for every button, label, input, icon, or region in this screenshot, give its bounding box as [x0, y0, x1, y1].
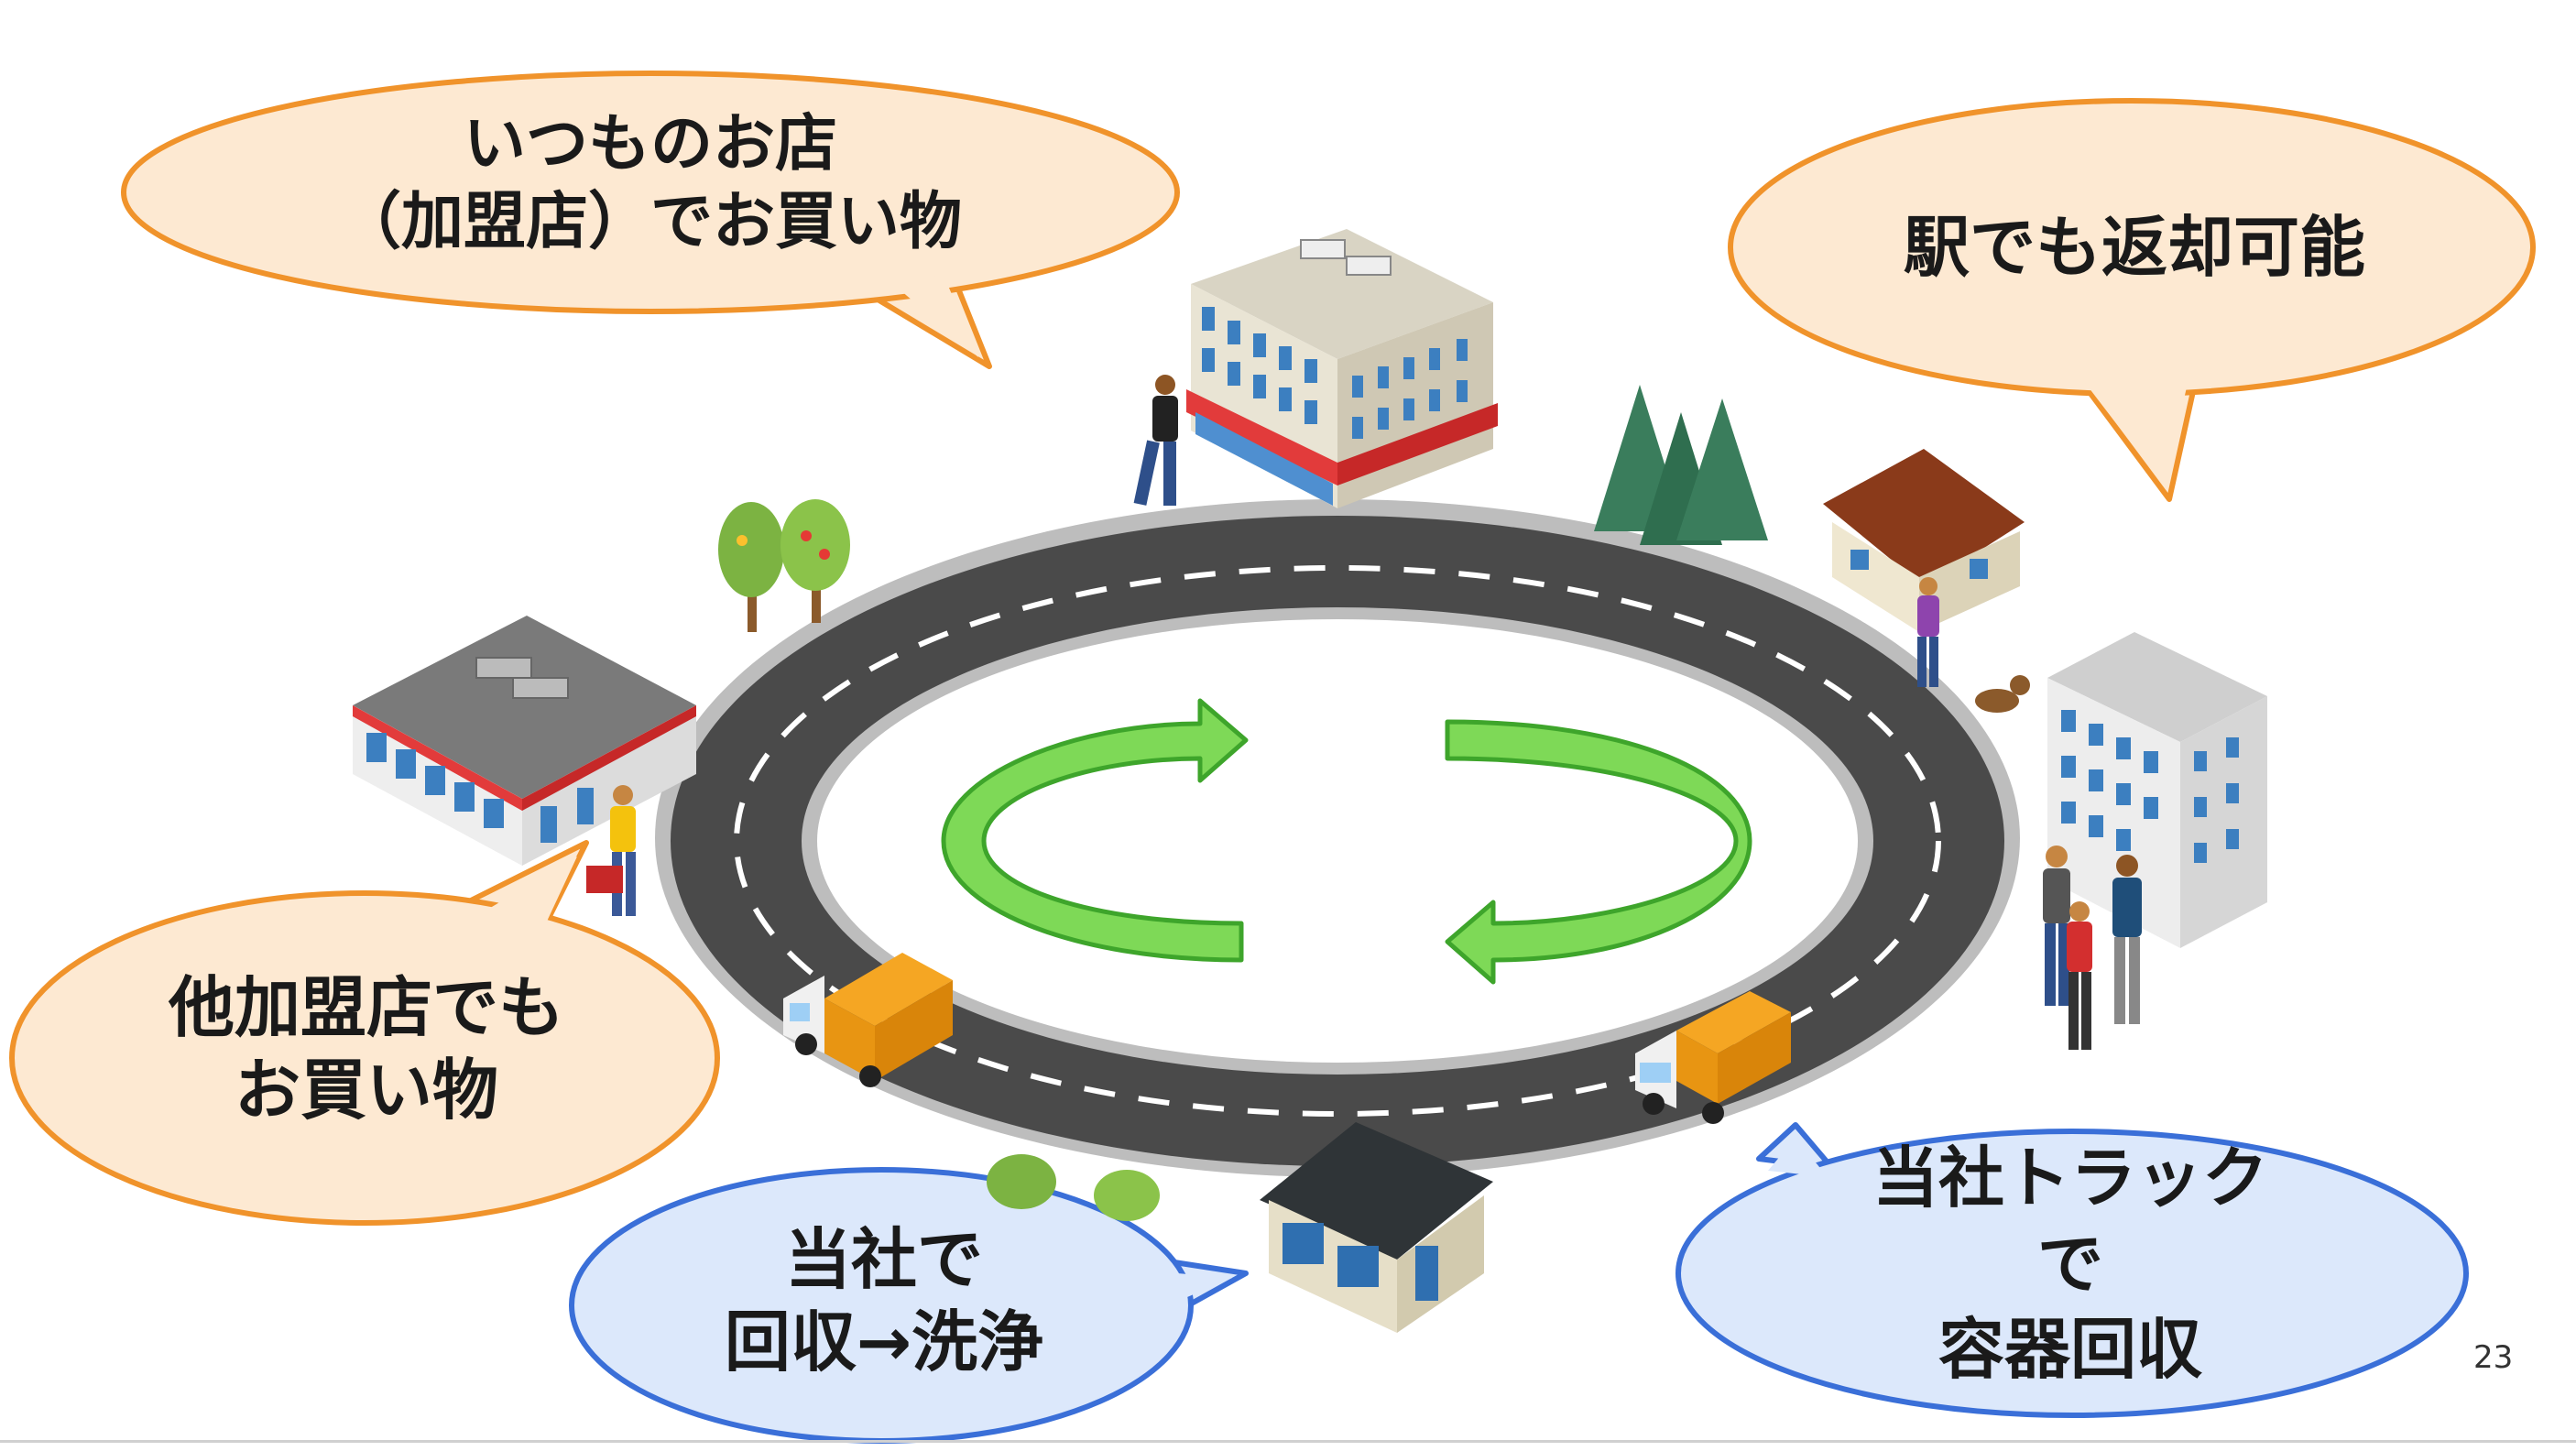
pine-trees: [1594, 385, 1768, 545]
bubble-shop-line2: （加盟店）でお買い物: [338, 186, 962, 258]
truck-left: [783, 953, 953, 1087]
slide-bottom-border: [0, 1440, 2576, 1443]
bubble-shop-line1: いつものお店: [463, 108, 837, 180]
bubble-other-shop-line2: お買い物: [234, 1052, 498, 1129]
trees-bottom: [987, 1154, 1160, 1221]
bubble-wash-shape: [569, 1167, 1249, 1444]
bubble-wash-text: 当社で 回収→洗浄: [641, 1218, 1127, 1383]
trees-left: [718, 499, 850, 632]
bubble-other-shop-line1: 他加盟店でも: [168, 969, 564, 1046]
bubble-truck-text: 当社トラック で 容器回収: [1768, 1136, 2373, 1393]
bubble-wash-line1: 当社で: [784, 1221, 983, 1298]
bubble-wash-line2: 回収→洗浄: [724, 1304, 1044, 1380]
bubble-station-text: 駅でも返却可能: [1814, 206, 2455, 289]
bubble-truck-shape: [1675, 1122, 2469, 1418]
bubble-station-shape: [1728, 98, 2536, 502]
bubble-truck-line1: 当社トラック: [1872, 1140, 2268, 1216]
bubble-shop-shape: [121, 71, 1180, 369]
truck-right: [1635, 991, 1791, 1124]
factory-building: [1260, 1122, 1493, 1333]
circulation-arrows: [941, 698, 1752, 985]
shop-building-top: [1186, 229, 1498, 508]
bubble-station-line1: 駅でも返却可能: [1903, 209, 2365, 286]
shop-building-left: [353, 616, 696, 866]
bubble-shop-text: いつものお店 （加盟店）でお買い物: [220, 105, 1081, 261]
right-arrow: [1445, 719, 1752, 985]
people: [586, 375, 2142, 1050]
bubble-truck-line3: 容器回収: [1937, 1311, 2202, 1389]
page-number: 23: [2473, 1339, 2514, 1376]
house: [1823, 449, 2025, 632]
ring-road: [655, 499, 2020, 1177]
bubble-other-shop-text: 他加盟店でも お買い物: [73, 966, 660, 1131]
left-arrow: [941, 698, 1249, 963]
bubble-truck-line2: で: [2036, 1225, 2103, 1303]
bubble-other-shop-shape: [9, 840, 720, 1226]
apartment-tower: [2047, 632, 2267, 948]
